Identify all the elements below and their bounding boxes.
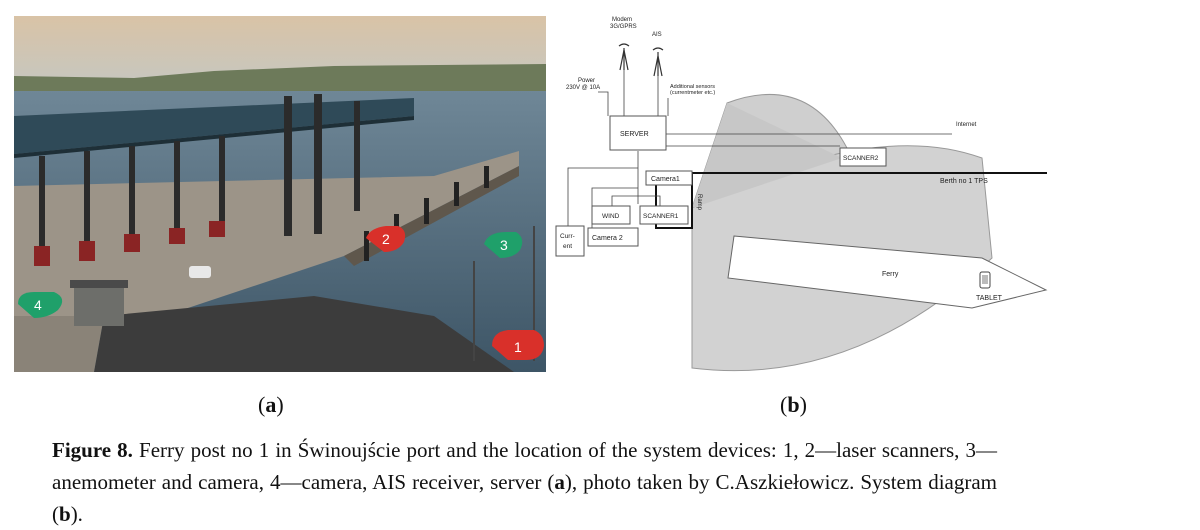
camera2-box	[587, 227, 639, 247]
figure-caption: Figure 8. Ferry post no 1 in Świnoujście…	[52, 434, 997, 530]
system-diagram: Ferry TABLET Berth no 1 TPS Ramp Modem 3…	[552, 8, 1052, 376]
figure-label: Figure 8.	[52, 438, 133, 462]
sublabel-a-open: (	[258, 392, 266, 417]
sublabel-a-letter: a	[265, 392, 277, 417]
marker-2: 2	[366, 226, 406, 252]
ferry-shape	[727, 235, 1048, 309]
additional-sensors-label-2: (currentmeter etc.)	[670, 90, 715, 96]
modem-label: Modem	[612, 17, 632, 23]
scanner2-box	[839, 147, 887, 167]
tablet-screen	[982, 275, 988, 284]
camera2-label: Camera 2	[592, 235, 623, 242]
sublabel-b-open: (	[780, 392, 788, 417]
sublabel-b-letter: b	[787, 392, 800, 417]
power-label-2: 230V @ 10A	[566, 85, 600, 91]
scanner1-label: SCANNER1	[643, 213, 679, 220]
modem-label-2: 3G/GPRS	[610, 24, 637, 30]
power-label: Power	[578, 78, 595, 84]
marker-3: 3	[484, 232, 523, 258]
current-label-2: ent	[563, 243, 572, 250]
wiring	[567, 70, 952, 236]
bridge-pillars	[39, 94, 360, 266]
coverage-overlap	[692, 103, 842, 208]
wind-box	[591, 205, 631, 225]
wind-label: WIND	[602, 213, 620, 220]
marker-4-label: 4	[34, 297, 42, 313]
ais-label: AIS	[652, 32, 662, 38]
ais-antenna-icon	[652, 47, 664, 77]
port-photo-svg: 1 2 3 4	[14, 16, 546, 372]
quay	[14, 151, 519, 336]
scanner1-box	[639, 205, 689, 225]
caption-text-3: ).	[70, 502, 83, 526]
port-photo: 1 2 3 4	[14, 16, 546, 372]
subfigure-label-b: (b)	[780, 392, 807, 418]
scanner2-label: SCANNER2	[843, 155, 879, 162]
marker-3-label: 3	[500, 237, 508, 253]
server-label: SERVER	[620, 131, 649, 138]
caption-text-1: Ferry post no 1 in Świnoujście port and …	[52, 438, 997, 494]
ferry-label: Ferry	[882, 271, 899, 278]
camera1-box	[645, 170, 693, 186]
berth-label: Berth no 1 TPS	[940, 178, 988, 185]
subfigure-label-a: (a)	[258, 392, 284, 418]
caption-bold-a: a	[554, 470, 565, 494]
camera1-label: Camera1	[651, 176, 680, 183]
terminal-roof	[94, 296, 514, 372]
internet-label: Internet	[956, 122, 977, 128]
system-diagram-svg: Ferry TABLET Berth no 1 TPS Ramp Modem 3…	[555, 17, 1048, 372]
red-supports	[34, 221, 225, 266]
car	[189, 266, 211, 278]
marker-2-label: 2	[382, 231, 390, 247]
caption-text-2: ), photo taken by C.Aszkiełowicz. System…	[52, 470, 998, 526]
additional-sensors-label: Additional sensors	[670, 84, 715, 90]
sublabel-b-close: )	[799, 392, 807, 417]
booth-roof	[70, 280, 128, 288]
caption-bold-b: b	[59, 502, 71, 526]
marker-4: 4	[18, 292, 63, 318]
control-booth	[74, 286, 124, 326]
marker-1: 1	[492, 330, 544, 360]
sublabel-a-close: )	[276, 392, 284, 417]
far-shore	[14, 64, 546, 96]
current-label: Curr-	[560, 233, 575, 240]
tablet-label: TABLET	[976, 295, 1003, 302]
pavement	[14, 316, 104, 372]
server-box	[609, 115, 667, 151]
modem-antenna-icon	[618, 43, 630, 71]
current-box	[555, 225, 585, 257]
ramp-label: Ramp	[696, 194, 702, 211]
marker-1-label: 1	[514, 339, 522, 355]
